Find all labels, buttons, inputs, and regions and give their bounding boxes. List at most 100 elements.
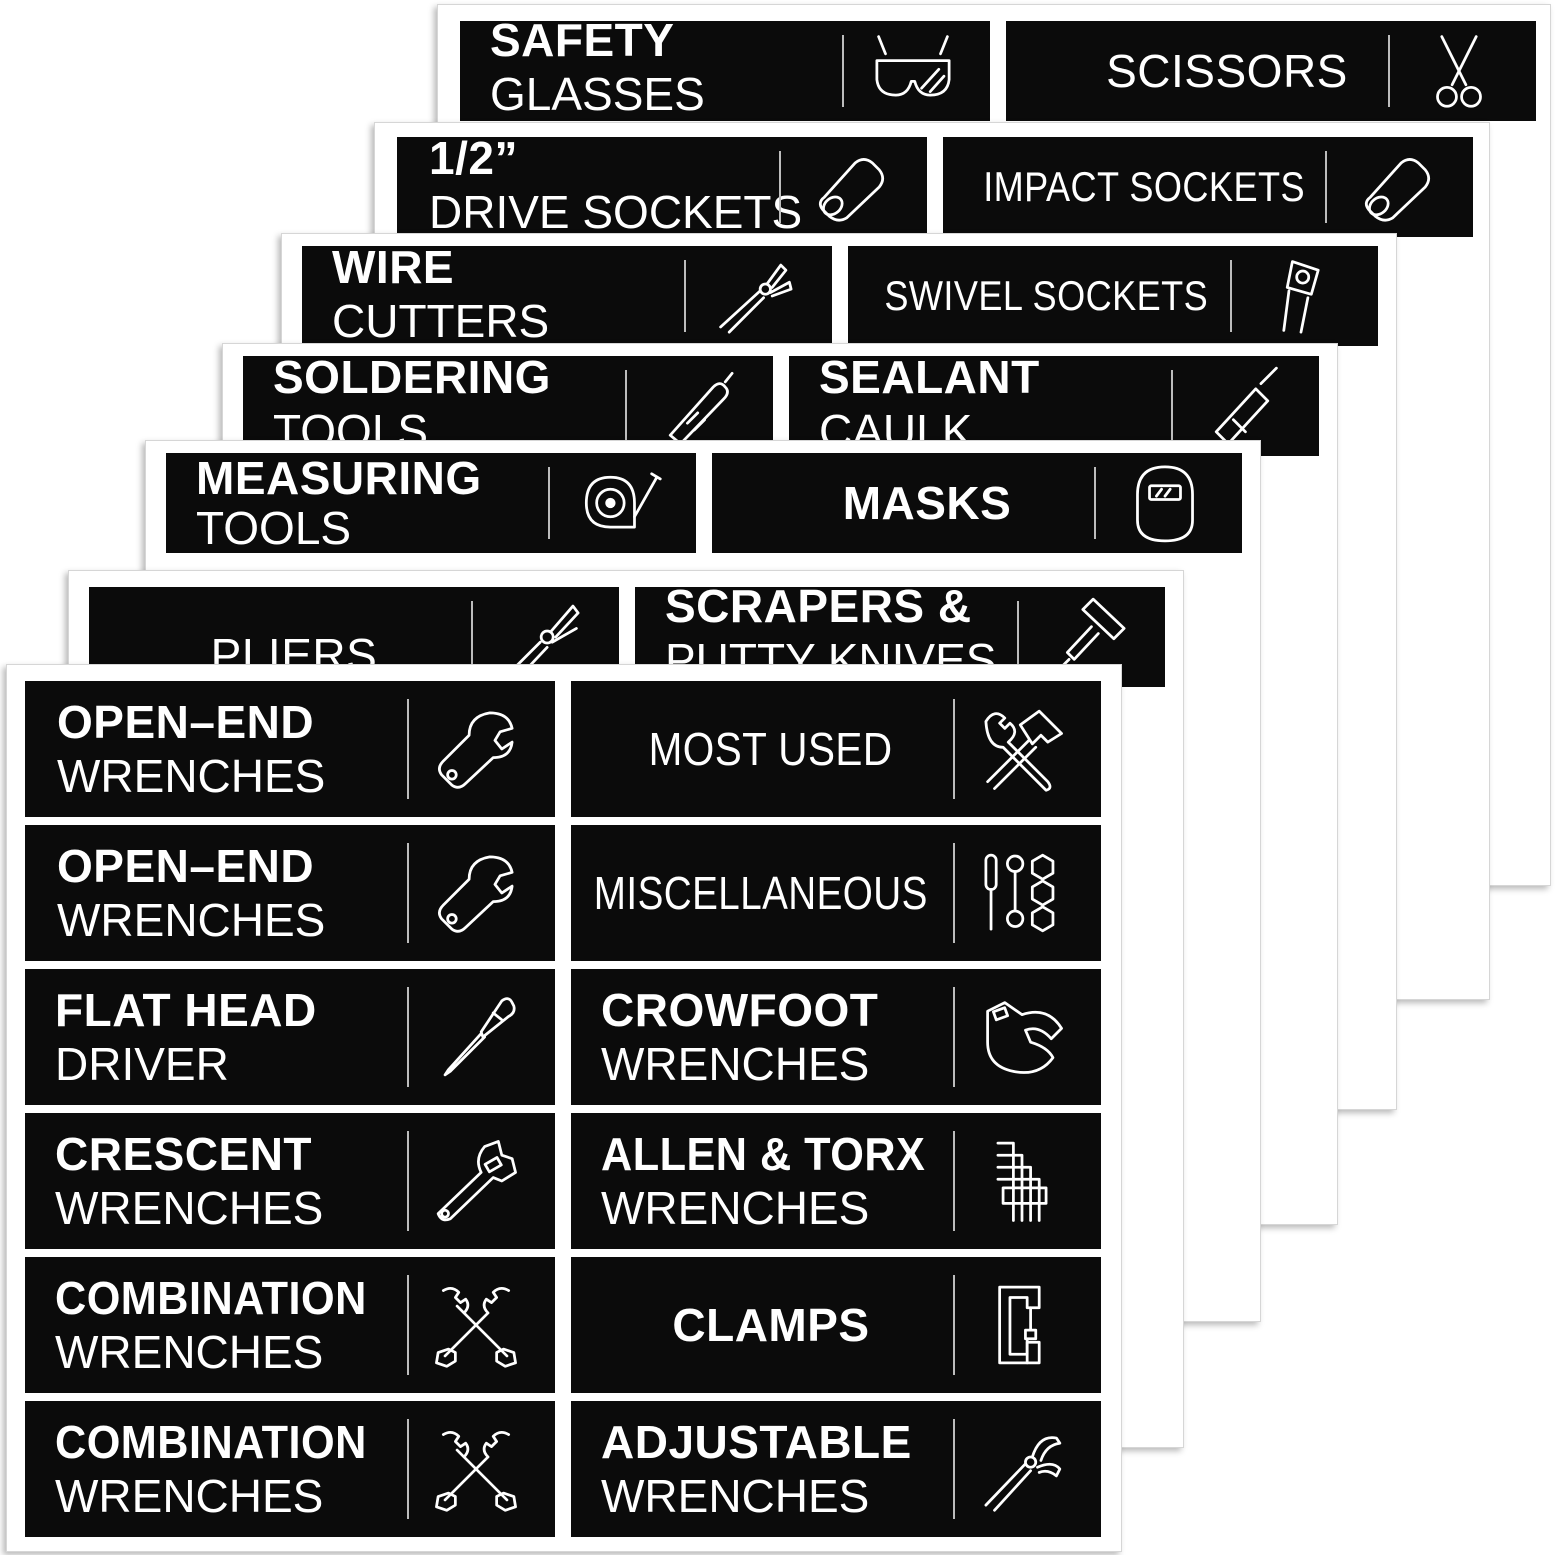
scraper-icon <box>1033 597 1143 677</box>
slip-joint-pliers-icon <box>967 1419 1077 1519</box>
label-most-used: MOST USED <box>571 681 1101 817</box>
label-line2: CUTTERS <box>332 295 550 346</box>
label-line2: WRENCHES <box>57 894 326 946</box>
label-line1: OPEN–END <box>57 840 315 892</box>
label-soldering-tools: SOLDERING TOOLS <box>243 356 773 456</box>
label-line1: MISCELLANEOUS <box>593 867 929 919</box>
clamp-icon <box>967 1275 1077 1375</box>
label-line2: TOOLS <box>196 502 352 553</box>
label-clamps: CLAMPS <box>571 1257 1101 1393</box>
pliers-icon <box>487 601 597 678</box>
label-line2: WRENCHES <box>601 1470 870 1522</box>
allen-keys-icon <box>967 1131 1077 1231</box>
label-line1: FLAT HEAD <box>55 984 317 1036</box>
screwdriver-nuts-icon <box>967 843 1077 943</box>
divider <box>625 370 627 442</box>
divider <box>407 1419 409 1519</box>
label-wire-cutters: WIRE CUTTERS <box>302 246 832 346</box>
divider <box>842 35 844 107</box>
divider <box>684 260 686 332</box>
label-crowfoot-wrenches: CROWFOOT WRENCHES <box>571 969 1101 1105</box>
label-line1: CROWFOOT <box>601 984 879 1036</box>
divider <box>1388 35 1390 107</box>
label-line1: COMBINATION <box>55 1416 367 1468</box>
label-flat-head-driver: FLAT HEAD DRIVER <box>25 969 555 1105</box>
divider <box>407 1275 409 1375</box>
label-line1: CLAMPS <box>672 1299 870 1351</box>
divider <box>407 1131 409 1231</box>
divider <box>407 843 409 943</box>
socket-icon <box>795 151 905 223</box>
crowfoot-wrench-icon <box>967 987 1077 1087</box>
label-line1: ALLEN & TORX <box>601 1128 926 1180</box>
label-row: OPEN–END WRENCHES MISCELLANEOUS <box>25 825 1105 961</box>
divider <box>1325 151 1327 223</box>
divider <box>407 699 409 799</box>
divider <box>953 1275 955 1375</box>
label-row: CRESCENT WRENCHES ALLEN & TORX WRENCHES <box>25 1113 1105 1249</box>
label-row: FLAT HEAD DRIVER CROWFOOT WRENCHES <box>25 969 1105 1105</box>
label-row: SAFETY GLASSES SCISSORS <box>460 21 1536 121</box>
label-line1: MEASURING <box>196 453 482 504</box>
divider <box>1230 260 1232 332</box>
label-miscellaneous: MISCELLANEOUS <box>571 825 1101 961</box>
label-line1: SAFETY <box>490 21 675 66</box>
label-line1: SCRAPERS & <box>665 587 972 632</box>
screwdriver-icon <box>421 987 531 1087</box>
divider <box>953 843 955 943</box>
divider <box>548 467 550 539</box>
label-line2: DRIVE SOCKETS <box>429 186 803 237</box>
label-line1: CRESCENT <box>55 1128 313 1180</box>
tape-measure-icon <box>564 467 674 539</box>
label-line1: SOLDERING <box>273 356 551 403</box>
label-line1: 1/2” <box>429 137 518 184</box>
divider <box>953 987 955 1087</box>
label-crescent-wrenches: CRESCENT WRENCHES <box>25 1113 555 1249</box>
scissors-icon <box>1404 35 1514 108</box>
label-line2: WRENCHES <box>55 1326 324 1378</box>
label-open-end-wrenches: OPEN–END WRENCHES <box>25 681 555 817</box>
crossed-wrenches-icon <box>421 1419 531 1519</box>
label-line1: SWIVEL SOCKETS <box>884 272 1208 319</box>
label-row: WIRE CUTTERS SWIVEL SOCKETS <box>302 246 1378 346</box>
label-line2: WRENCHES <box>57 750 326 802</box>
divider <box>953 1419 955 1519</box>
caulk-gun-icon <box>1187 366 1297 446</box>
label-allen-torx-wrenches: ALLEN & TORX WRENCHES <box>571 1113 1101 1249</box>
label-combination-wrenches: COMBINATION WRENCHES <box>25 1401 555 1537</box>
label-line1: OPEN–END <box>57 696 315 748</box>
label-line1: MOST USED <box>649 723 893 775</box>
divider <box>779 151 781 223</box>
adjustable-wrench-icon <box>421 1131 531 1231</box>
label-line1: SEALANT <box>819 356 1040 403</box>
divider <box>953 699 955 799</box>
label-line1: WIRE <box>332 246 455 293</box>
label-masks: MASKS <box>712 453 1242 553</box>
label-row: MEASURING TOOLS MASKS <box>166 453 1242 553</box>
label-sheet-1: OPEN–END WRENCHES MOST USED OPEN–END WRE… <box>6 664 1122 1552</box>
label-adjustable-wrenches: ADJUSTABLE WRENCHES <box>571 1401 1101 1537</box>
label-line2: WRENCHES <box>55 1470 324 1522</box>
label-line1: MASKS <box>842 477 1012 529</box>
label-row: SOLDERING TOOLS SEALANT CAULK <box>243 356 1319 456</box>
divider <box>953 1131 955 1231</box>
label-row: OPEN–END WRENCHES MOST USED <box>25 681 1105 817</box>
label-line2: WRENCHES <box>601 1182 870 1234</box>
label-swivel-sockets: SWIVEL SOCKETS <box>848 246 1378 346</box>
welding-mask-icon <box>1110 465 1220 543</box>
label-row: COMBINATION WRENCHES CLAMPS <box>25 1257 1105 1393</box>
wire-cutter-icon <box>700 260 810 334</box>
label-row: COMBINATION WRENCHES ADJUSTABLE WRENCHES <box>25 1401 1105 1537</box>
label-line2: GLASSES <box>490 68 705 120</box>
label-row: 1/2” DRIVE SOCKETS IMPACT SOCKETS <box>397 137 1473 237</box>
label-combination-wrenches: COMBINATION WRENCHES <box>25 1257 555 1393</box>
open-end-wrench-icon <box>421 843 531 943</box>
label-safety-glasses: SAFETY GLASSES <box>460 21 990 121</box>
label-impact-sockets: IMPACT SOCKETS <box>943 137 1473 237</box>
label-line1: SCISSORS <box>1106 45 1348 97</box>
socket-icon <box>1341 151 1451 223</box>
label-line1: ADJUSTABLE <box>601 1416 912 1468</box>
label-scissors: SCISSORS <box>1006 21 1536 121</box>
swivel-socket-icon <box>1246 260 1356 334</box>
open-end-wrench-icon <box>421 699 531 799</box>
